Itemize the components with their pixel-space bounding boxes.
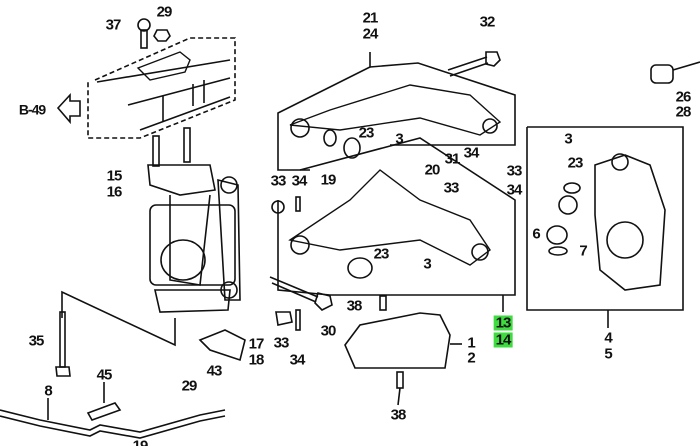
callout-20[interactable]: 20 [424,161,441,179]
callout-33[interactable]: 33 [273,334,290,352]
callout-21[interactable]: 21 [362,9,379,27]
callout-5[interactable]: 5 [604,345,612,363]
callout-23[interactable]: 23 [567,154,584,172]
callout-3[interactable]: 3 [423,255,431,273]
callout-34[interactable]: 34 [463,144,480,162]
callout-38[interactable]: 38 [346,297,363,315]
callout-18[interactable]: 18 [248,351,265,369]
pin-34 [295,196,301,331]
nut-29 [153,29,171,42]
nut-33 [271,200,293,326]
callout-30[interactable]: 30 [320,322,337,340]
callout-32[interactable]: 32 [479,13,496,31]
upper-arm-frame [277,52,516,171]
callout-34[interactable]: 34 [291,172,308,190]
callout-19[interactable]: 19 [320,171,337,189]
subframe-beam [96,51,231,131]
callout-23[interactable]: 23 [358,124,375,142]
callout-1[interactable]: 1 [467,334,475,352]
callout-6[interactable]: 6 [532,225,540,243]
bolt-32 [447,51,501,77]
callout-2[interactable]: 2 [467,349,475,367]
callout-3[interactable]: 3 [395,130,403,148]
reference-b49-link[interactable]: B-49 [18,101,46,118]
callout-14-highlighted[interactable]: 14 [493,331,513,349]
lower-arm-frame [277,137,516,296]
callout-31[interactable]: 31 [444,150,461,168]
leader-35 [61,290,176,347]
bolt-35 [55,311,71,377]
callout-26[interactable]: 26 [675,88,692,106]
callout-33[interactable]: 33 [506,162,523,180]
tie-rod-end [650,61,700,84]
knuckle-frame [526,126,684,328]
callout-35[interactable]: 35 [28,332,45,350]
splash-shield [344,295,462,406]
callout-19[interactable]: 19 [132,437,149,446]
bolt-37 [137,18,151,49]
callout-28[interactable]: 28 [675,103,692,121]
reference-arrow-icon [56,92,81,125]
callout-13-highlighted[interactable]: 13 [493,314,513,332]
callout-37[interactable]: 37 [105,16,122,34]
callout-16[interactable]: 16 [106,183,123,201]
callout-43[interactable]: 43 [206,362,223,380]
callout-45[interactable]: 45 [96,366,113,384]
bracket-17-18 [198,329,246,362]
callout-24[interactable]: 24 [362,25,379,43]
callout-8[interactable]: 8 [44,382,52,400]
callout-15[interactable]: 15 [106,167,123,185]
callout-29[interactable]: 29 [181,377,198,395]
damper-fork-assembly [147,127,241,313]
callout-33[interactable]: 33 [270,172,287,190]
callout-3[interactable]: 3 [564,130,572,148]
callout-34[interactable]: 34 [506,181,523,199]
subframe-dashed-outline [87,37,236,139]
clamp-45 [86,382,122,421]
callout-33[interactable]: 33 [443,179,460,197]
callout-34[interactable]: 34 [289,351,306,369]
callout-29[interactable]: 29 [156,3,173,21]
stabilizer-bar [0,398,226,439]
callout-23[interactable]: 23 [373,245,390,263]
callout-7[interactable]: 7 [579,242,587,260]
callout-17[interactable]: 17 [248,335,265,353]
callout-4[interactable]: 4 [604,329,612,347]
callout-38[interactable]: 38 [390,406,407,424]
